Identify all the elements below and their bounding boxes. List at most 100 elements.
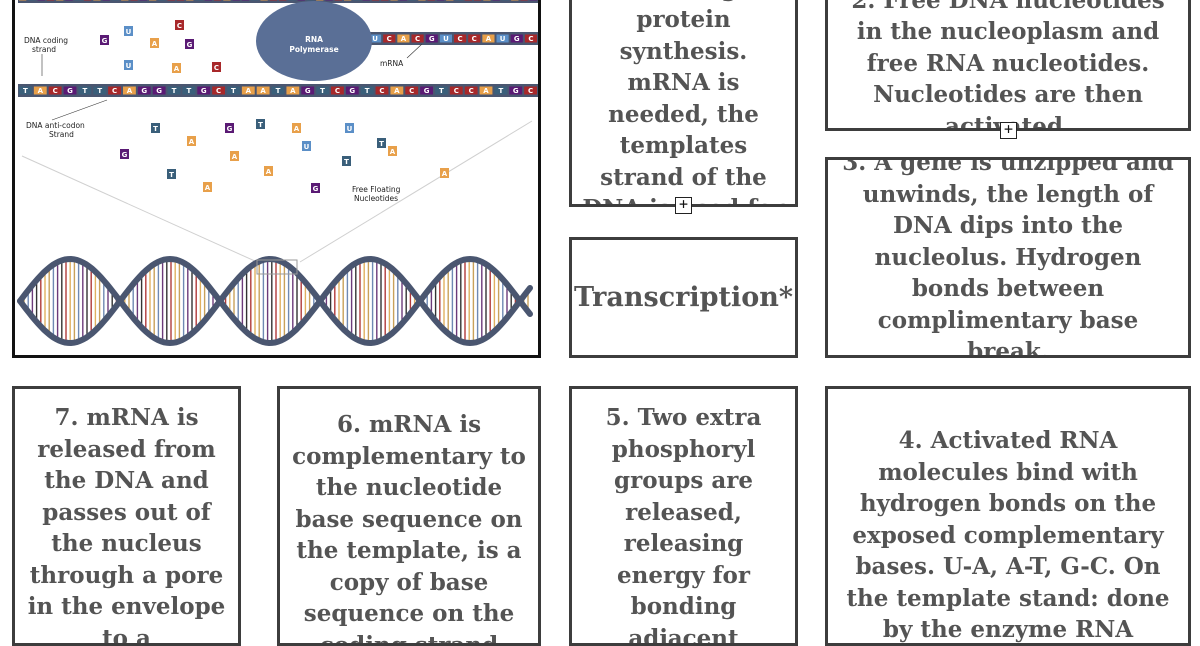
coding-strand-base-letter: G	[530, 0, 536, 1]
step-5-card[interactable]: 5. Two extra phosphoryl groups are relea…	[569, 386, 798, 646]
step-2-card[interactable]: 2. Free DNA nucleotides in the nucleopla…	[825, 0, 1191, 131]
step-1-card[interactable]: 1. First stage of protein synthesis. mRN…	[569, 0, 798, 207]
free-nucleotide-letter: T	[153, 125, 158, 133]
zoom-box	[256, 259, 298, 275]
dna-coding-strand-label-1: DNA coding	[24, 36, 68, 45]
mrna-backbone	[368, 32, 538, 45]
coding-strand-base-letter: A	[484, 0, 490, 1]
coding-strand-base	[158, 0, 166, 1]
anticodon-strand-base	[286, 86, 300, 95]
anticodon-strand-base	[167, 86, 181, 95]
mrna-base-letter: C	[415, 35, 420, 43]
coding-strand-base	[139, 0, 147, 1]
coding-strand-base	[260, 0, 268, 1]
anticodon-strand-base-letter: A	[290, 87, 296, 95]
anticodon-strand-base	[494, 86, 508, 95]
free-nucleotide	[167, 169, 176, 179]
coding-strand-base	[381, 0, 389, 1]
mrna-base-letter: A	[486, 35, 492, 43]
anticodon-strand-base	[182, 86, 196, 95]
coding-strand-base	[334, 0, 342, 1]
coding-strand-base	[464, 0, 472, 1]
free-nucleotide	[124, 60, 133, 70]
step-6-card[interactable]: 6. mRNA is complementary to the nucleoti…	[277, 386, 541, 646]
coding-strand-base-letter: G	[103, 0, 109, 1]
free-nucleotide-letter: G	[187, 41, 193, 49]
coding-strand-base	[167, 0, 175, 1]
mrna-base	[454, 34, 467, 43]
helix-backbone-2	[17, 255, 533, 347]
step-3-card[interactable]: 3. A gene is unzipped and unwinds, the l…	[825, 157, 1191, 358]
rna-polymerase	[256, 1, 372, 81]
anticodon-strand-base-letter: G	[305, 87, 311, 95]
anticodon-strand-base-letter: G	[141, 87, 147, 95]
coding-strand-base	[418, 0, 426, 1]
coding-strand-base	[74, 0, 82, 1]
coding-strand-base	[204, 0, 212, 1]
anticodon-strand-base-letter: T	[82, 87, 87, 95]
anticodon-pointer	[51, 99, 108, 121]
free-nucleotide	[151, 123, 160, 133]
coding-strand-base	[501, 0, 510, 1]
coding-strand-base-letter: G	[140, 0, 146, 1]
free-nucleotide-letter: A	[205, 184, 211, 192]
free-nucleotide	[100, 35, 109, 45]
coding-strand-base	[455, 0, 463, 1]
coding-strand-base	[176, 0, 185, 1]
mrna-base-letter: U	[372, 35, 378, 43]
coding-strand-base	[102, 0, 110, 1]
anticodon-strand-base-letter: A	[483, 87, 489, 95]
anticodon-strand-base-letter: G	[156, 87, 162, 95]
free-nucleotide	[120, 149, 129, 159]
title-text: Transcription*	[574, 281, 793, 313]
mrna-label: mRNA	[380, 59, 404, 68]
coding-strand-base	[446, 0, 454, 1]
anticodon-strand-base	[93, 86, 107, 95]
free-nucleotide-letter: A	[442, 170, 448, 178]
free-nucleotide-letter: U	[304, 143, 310, 151]
free-nucleotide	[172, 63, 181, 73]
anticodon-strand-base	[78, 86, 92, 95]
free-nucleotide-letter: T	[169, 171, 174, 179]
coding-strand-base-letter: C	[132, 0, 137, 1]
transcription-diagram: ATGCAGTCAGTACGATCCATGCAGGTACCTGTAGCATGCC…	[12, 0, 541, 358]
coding-strand-base	[511, 0, 519, 1]
expand-step-1-button[interactable]: +	[675, 197, 692, 214]
free-nucleotide-letter: A	[152, 40, 158, 48]
mrna-base	[425, 34, 438, 43]
coding-strand-base-letter: T	[308, 0, 313, 1]
step-7-card[interactable]: 7. mRNA is released from the DNA and pas…	[12, 386, 241, 646]
step-7-text: 7. mRNA is released from the DNA and pas…	[27, 404, 226, 646]
coding-strand-base-letter: G	[66, 0, 72, 1]
anticodon-strand-base-letter: G	[67, 87, 73, 95]
coding-strand-base-letter: A	[122, 0, 128, 1]
free-nucleotide-letter: U	[347, 125, 353, 133]
coding-strand-base-letter: C	[466, 0, 471, 1]
step-3-text: 3. A gene is unzipped and unwinds, the l…	[842, 157, 1174, 358]
mrna-base-letter: G	[514, 35, 520, 43]
free-nucleotide-letter: T	[379, 140, 384, 148]
coding-strand-base	[46, 0, 55, 1]
coding-strand-base	[65, 0, 73, 1]
coding-strand-base-letter: A	[345, 0, 351, 1]
coding-strand-base-letter: T	[160, 0, 165, 1]
mrna-pointer	[406, 43, 423, 59]
free-nucleotide-letter: G	[102, 37, 108, 45]
step-4-card[interactable]: 4. Activated RNA molecules bind with hyd…	[825, 386, 1191, 646]
free-nucleotide	[187, 136, 196, 146]
free-nucleotide-letter: U	[126, 62, 132, 70]
coding-strand-base-letter: C	[48, 0, 53, 1]
coding-strand-base	[520, 0, 528, 1]
expand-step-2-button[interactable]: +	[1000, 122, 1017, 139]
anticodon-strand-base	[316, 86, 329, 95]
mrna-base-letter: C	[458, 35, 463, 43]
step-2-text: 2. Free DNA nucleotides in the nucleopla…	[851, 0, 1165, 128]
coding-strand-base-letter: A	[512, 0, 518, 1]
anticodon-strand-base	[212, 86, 225, 95]
anticodon-strand-base-letter: A	[394, 87, 400, 95]
mrna-base-letter: G	[429, 35, 435, 43]
free-nucleotide	[185, 39, 194, 49]
coding-strand-base	[344, 0, 352, 1]
free-nucleotide	[264, 166, 273, 176]
coding-strand-base	[483, 0, 491, 1]
